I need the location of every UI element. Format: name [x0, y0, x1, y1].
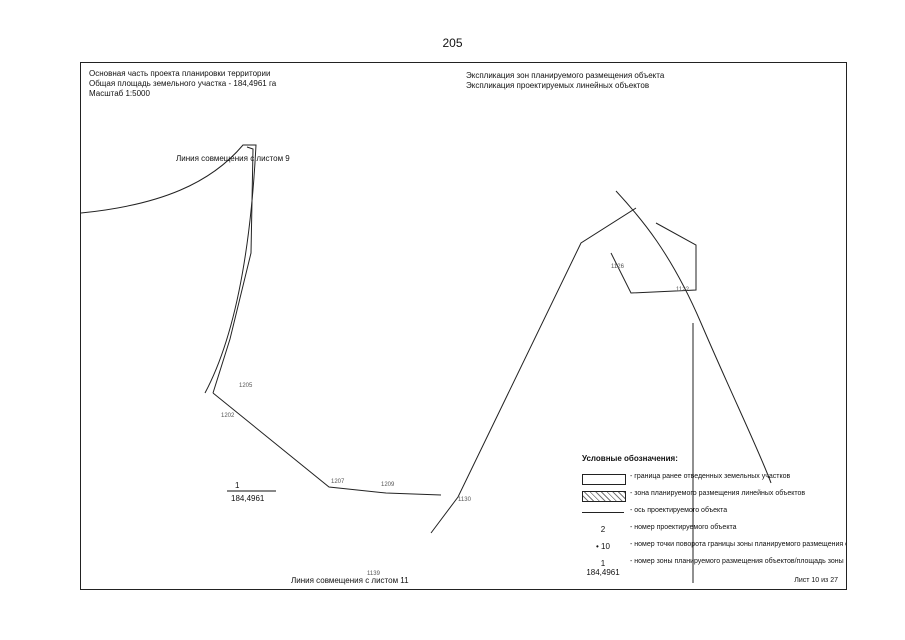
legend-item: - ось проектируемого объекта — [582, 506, 832, 522]
explication-summary: Экспликация зон планируемого размещения … — [466, 71, 664, 91]
zone-number: 1 — [235, 481, 240, 490]
point-label: 1139 — [367, 571, 381, 577]
legend: Условные обозначения: - граница ранее от… — [581, 453, 846, 587]
legend-item: 2- номер проектируемого объекта — [582, 523, 832, 539]
page-number: 205 — [442, 36, 463, 50]
main-diagonal-corridor — [430, 207, 637, 534]
header-area: Общая площадь земельного участка - 184,4… — [89, 79, 277, 88]
legend-item: - граница ранее отведенных земельных уча… — [582, 472, 832, 488]
header-scale: Масштаб 1:5000 — [89, 89, 150, 98]
point-label: 1205 — [239, 383, 253, 389]
explication-subtitle: Экспликация проектируемых линейных объек… — [466, 81, 650, 90]
left-boundary — [81, 144, 257, 394]
legend-symbol: 2 — [600, 525, 606, 534]
point-label: 1209 — [381, 482, 395, 488]
point-label: 1122 — [676, 287, 690, 293]
zone-area: 184,4961 — [231, 494, 265, 503]
legend-item: - зона планируемого размещения линейных … — [582, 489, 832, 505]
planning-map: 1205 1202 1207 1209 1130 1139 1126 1122 … — [81, 144, 772, 585]
legend-symbol — [582, 474, 626, 485]
pipeline-corridor-branch — [212, 392, 442, 496]
bottom-match-line-label: Линия совмещения с листом 11 — [291, 576, 409, 585]
header-title: Основная часть проекта планировки террит… — [89, 69, 271, 78]
map-header: Основная часть проекта планировки террит… — [89, 69, 276, 99]
legend-title: Условные обозначения: — [582, 454, 678, 463]
sheet-number: Лист 10 из 27 — [794, 577, 838, 584]
right-boundary — [615, 190, 772, 484]
top-right-branch — [610, 222, 697, 294]
legend-symbol — [582, 512, 624, 513]
pipeline-corridor-upper — [212, 146, 254, 394]
legend-symbol: • 10 — [596, 542, 610, 551]
explication-title: Экспликация зон планируемого размещения … — [466, 71, 665, 80]
top-match-line-label: Линия совмещения с листом 9 — [176, 154, 290, 163]
map-sheet: 1205 1202 1207 1209 1130 1139 1126 1122 … — [80, 62, 847, 590]
point-label: 1130 — [458, 497, 472, 503]
point-label: 1207 — [331, 479, 345, 485]
legend-symbol — [582, 491, 626, 502]
point-label: 1126 — [611, 264, 625, 270]
legend-item: • 10- номер точки поворота границы зоны … — [582, 540, 846, 556]
point-label: 1202 — [221, 413, 235, 419]
